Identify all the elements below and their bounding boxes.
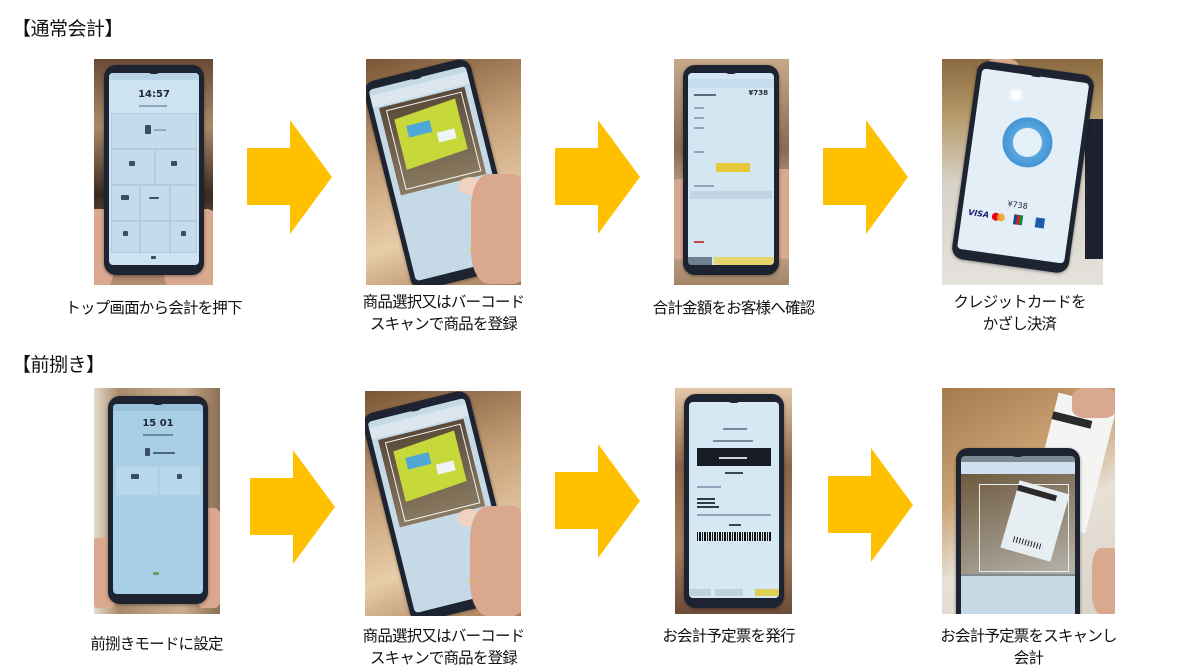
step-photo-pre-processing-mode: 15 01 — [94, 388, 220, 614]
diners-logo — [1034, 217, 1046, 229]
visa-logo: VISA — [967, 207, 990, 220]
right-arrow-icon — [823, 120, 908, 234]
right-arrow-icon — [555, 120, 640, 234]
step-caption: 商品選択又はバーコード スキャンで商品を登録 — [362, 627, 526, 667]
right-arrow-icon — [247, 120, 332, 234]
right-arrow-icon — [828, 448, 913, 562]
step-photo-home-screen: 14:57 — [94, 59, 213, 285]
step-photo-contactless-payment: ¥738 VISA — [942, 59, 1103, 285]
section-title: 【通常会計】 — [12, 18, 124, 40]
step-caption: トップ画面から会計を押下 — [65, 299, 242, 317]
screen-time: 15 01 — [142, 418, 174, 429]
jcb-logo — [1012, 214, 1024, 226]
step-caption: 前捌きモードに設定 — [90, 635, 223, 653]
right-arrow-icon — [250, 450, 335, 564]
right-arrow-icon — [555, 444, 640, 558]
screen-amount: ¥738 — [748, 89, 768, 97]
step-caption: お会計予定票を発行 — [662, 627, 795, 645]
screen-time: 14:57 — [138, 89, 170, 100]
step-caption: お会計予定票をスキャンし 会計 — [940, 627, 1117, 667]
step-photo-barcode-scan — [366, 59, 521, 285]
step-photo-barcode-scan — [365, 391, 521, 616]
step-caption: クレジットカードを かざし決済 — [953, 293, 1086, 333]
step-photo-total-amount: ¥738 — [674, 59, 789, 285]
section-title: 【前捌き】 — [12, 354, 105, 376]
step-photo-payment-slip — [675, 388, 792, 614]
step-photo-scan-payment-slip — [942, 388, 1115, 614]
step-caption: 合計金額をお客様へ確認 — [652, 299, 816, 317]
step-caption: 商品選択又はバーコード スキャンで商品を登録 — [362, 293, 526, 333]
